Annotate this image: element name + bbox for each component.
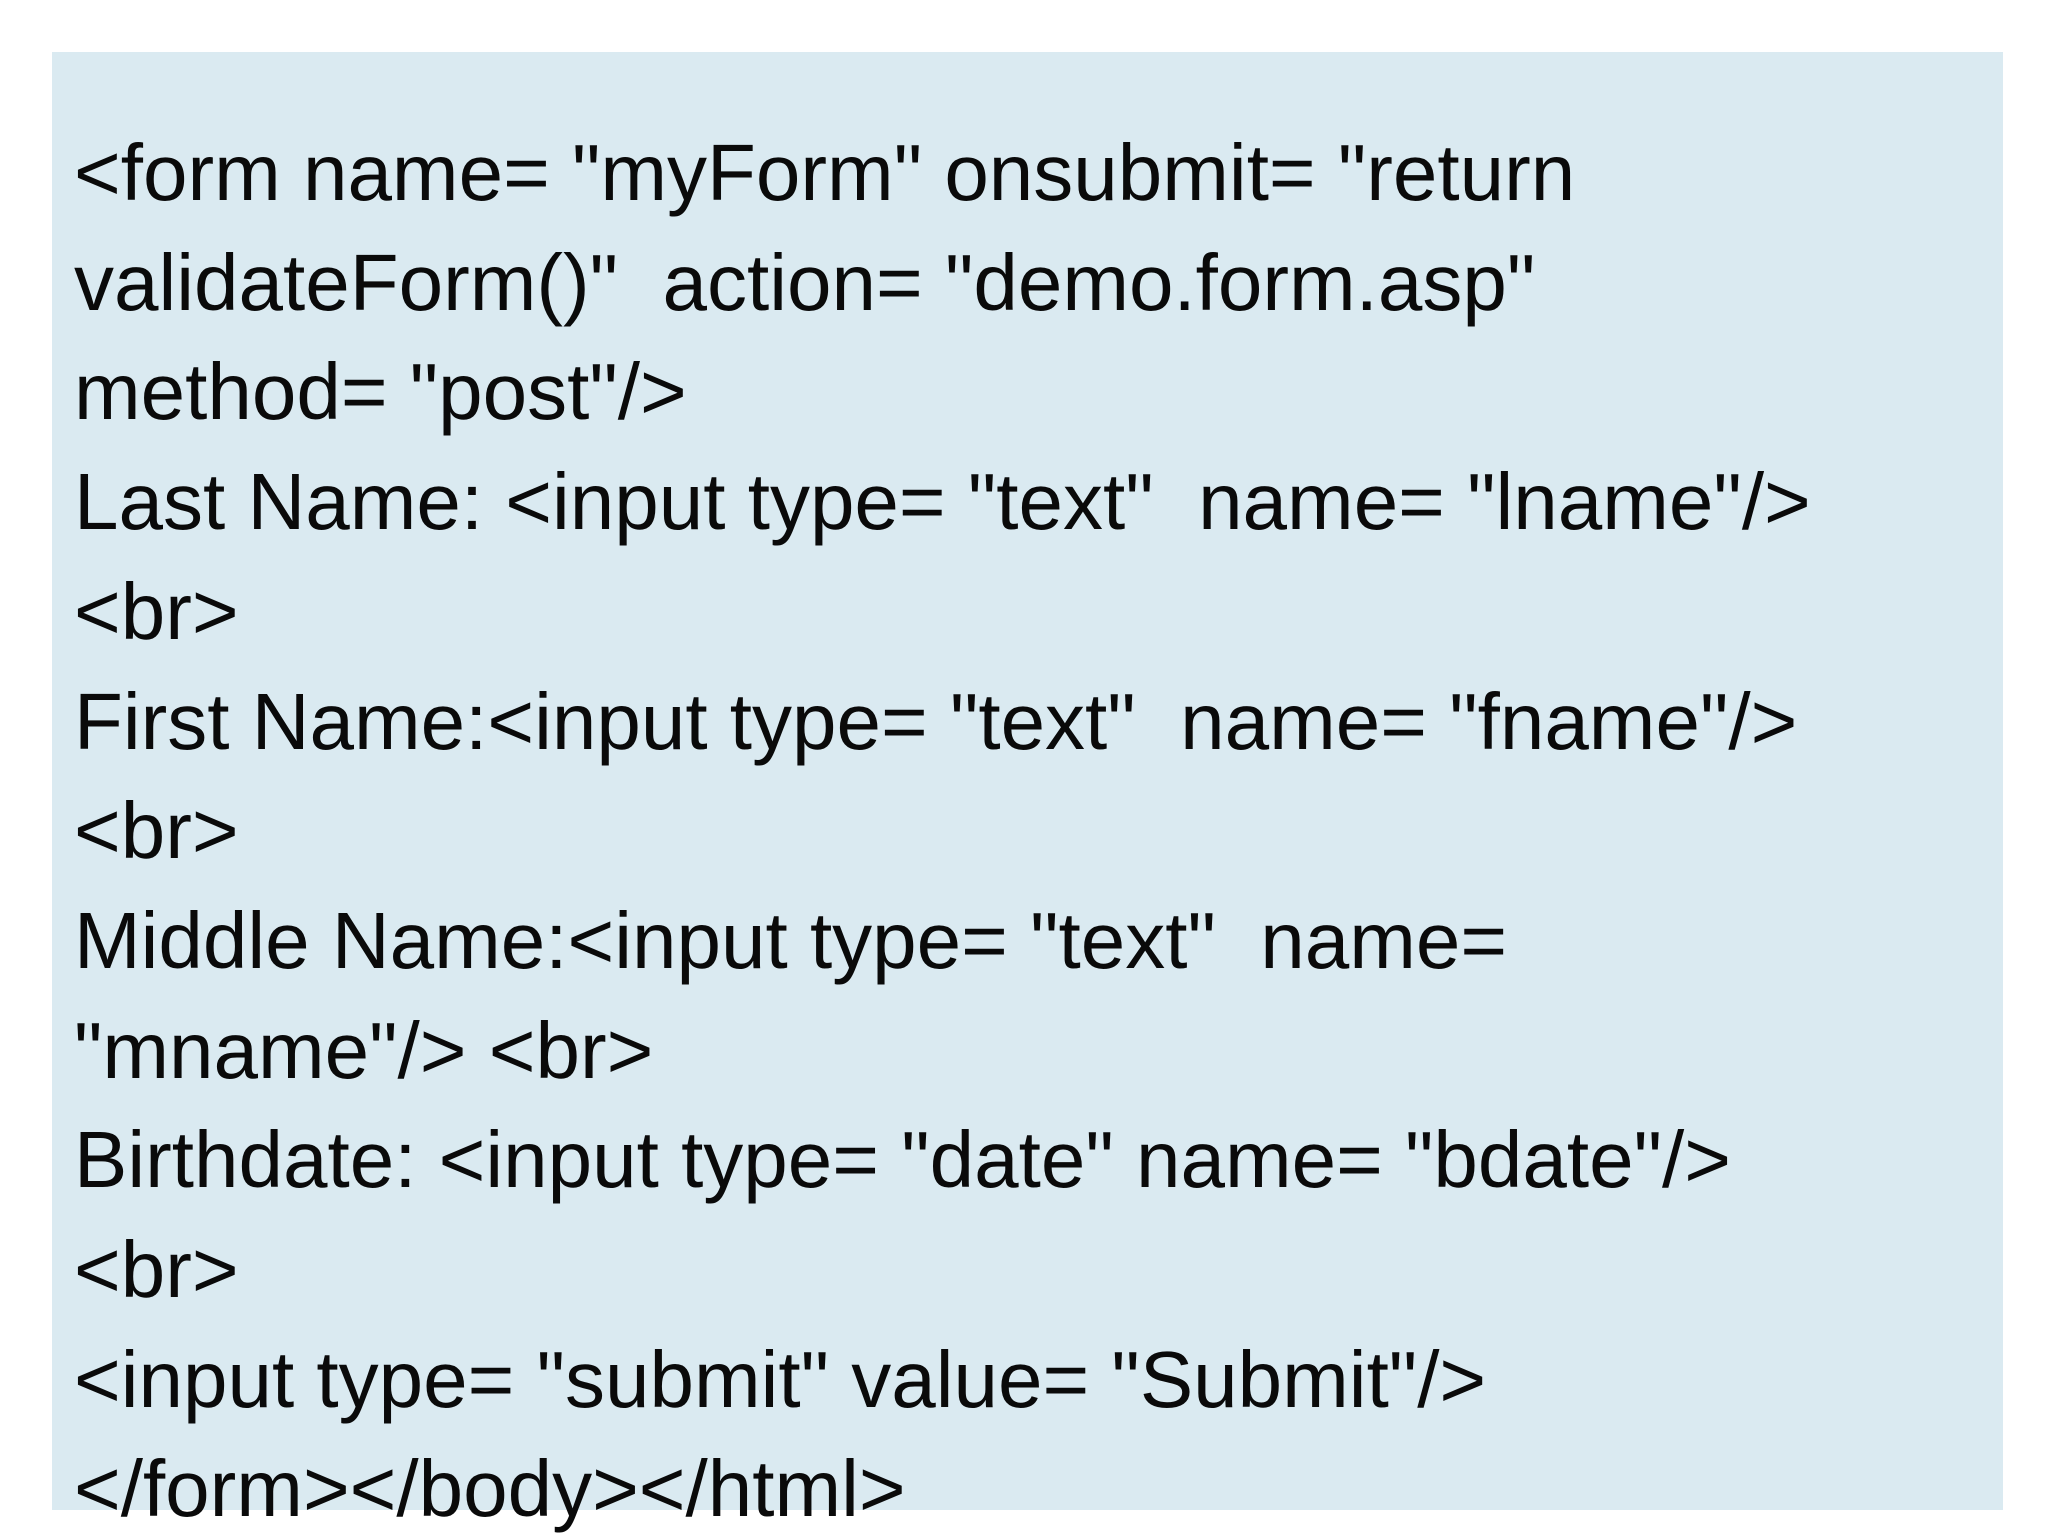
code-line-6: First Name:<input type= "text" name= "fn… <box>74 676 1798 766</box>
code-line-5: <br> <box>74 566 239 656</box>
code-line-4: Last Name: <input type= "text" name= "ln… <box>74 457 1811 547</box>
code-line-9: "mname"/> <br> <box>74 1005 654 1095</box>
code-line-7: <br> <box>74 786 239 876</box>
code-line-8: Middle Name:<input type= "text" name= <box>74 895 1508 985</box>
code-line-10: Birthdate: <input type= "date" name= "bd… <box>74 1115 1731 1205</box>
code-line-2: validateForm()" action= "demo.form.asp" <box>74 237 1536 327</box>
code-line-11: <br> <box>74 1225 239 1315</box>
code-line-13: </form></body></html> <box>74 1444 906 1534</box>
code-line-1: <form name= "myForm" onsubmit= "return <box>74 128 1576 217</box>
code-line-12: <input type= "submit" value= "Submit"/> <box>74 1334 1487 1424</box>
code-block: <form name= "myForm" onsubmit= "return v… <box>52 52 2003 1533</box>
code-line-3: method= "post"/> <box>74 347 687 437</box>
